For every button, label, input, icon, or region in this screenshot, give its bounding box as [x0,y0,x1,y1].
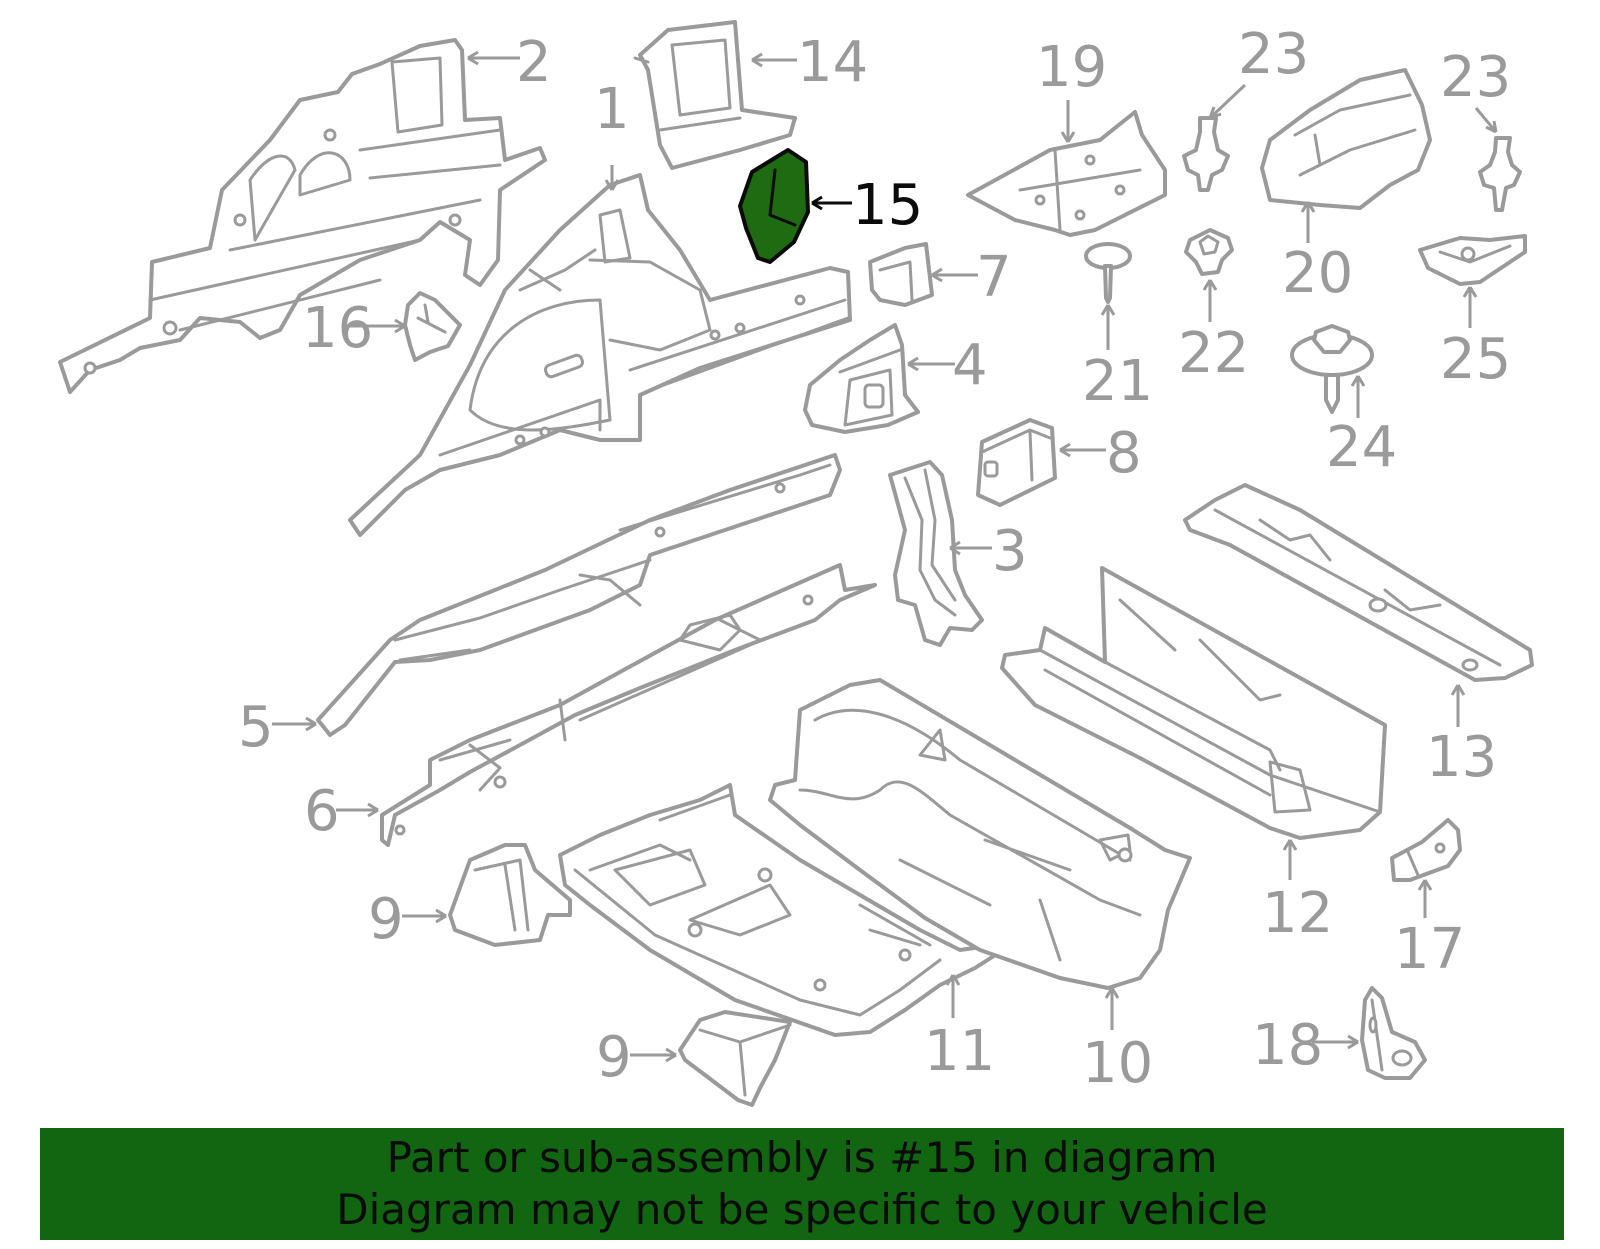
leader-17 [1417,879,1433,918]
callout-6: 6 [304,779,340,844]
callout-23a: 23 [1238,22,1309,87]
callout-17: 17 [1394,917,1465,982]
leader-14 [751,52,797,68]
part-8 [976,418,1057,507]
callout-5: 5 [238,695,274,760]
leader-16 [350,318,406,334]
part-14 [633,20,797,170]
callout-20: 20 [1282,241,1353,306]
callout-14: 14 [797,30,868,95]
part-12 [1000,566,1387,840]
part-22 [1184,228,1234,276]
callout-8: 8 [1106,421,1142,486]
callout-12: 12 [1262,881,1333,946]
leader-12 [1282,839,1298,880]
callout-18: 18 [1252,1013,1323,1078]
callout-16: 16 [302,296,373,361]
callout-24: 24 [1326,415,1397,480]
leader-8 [1059,442,1106,458]
leader-20 [1300,201,1316,243]
leader-9b [630,1047,677,1063]
callout-2: 2 [516,30,552,95]
callout-9b: 9 [596,1025,632,1090]
callout-leaders [272,50,1498,1063]
leader-11 [945,974,961,1018]
leader-9a [402,908,447,924]
part-11 [558,783,1002,1037]
part-23b [1478,136,1522,212]
banner-line-2: Diagram may not be specific to your vehi… [336,1185,1268,1234]
part-1 [348,173,852,537]
part-21 [1084,242,1132,304]
leader-4 [907,356,955,372]
part-23a [1182,116,1230,192]
callout-10: 10 [1082,1031,1153,1096]
callout-11: 11 [924,1019,995,1084]
leader-2 [467,50,520,66]
leader-25 [1462,286,1478,328]
part-10 [768,678,1192,990]
leader-19 [1060,100,1076,143]
callout-7: 7 [976,245,1012,310]
leader-21 [1100,304,1116,350]
callout-9a: 9 [368,887,404,952]
leader-15 [811,195,852,211]
callout-22: 22 [1178,321,1249,386]
callout-4: 4 [952,333,988,398]
part-9a [448,843,572,947]
part-25 [1418,234,1527,286]
callout-21: 21 [1082,349,1153,414]
callout-23b: 23 [1440,45,1511,110]
part-17 [1390,818,1462,882]
part-7 [868,242,934,307]
leader-13 [1450,684,1466,727]
callout-15: 15 [852,173,923,238]
callout-25: 25 [1440,327,1511,392]
leader-18 [1312,1034,1359,1050]
leader-6 [336,802,379,818]
leader-10 [1104,987,1120,1030]
leader-7 [931,267,978,283]
callout-13: 13 [1426,725,1497,790]
part-3 [888,460,984,647]
leader-23a [1208,83,1247,120]
leader-24 [1350,375,1366,418]
part-18 [1360,986,1427,1080]
leader-22 [1202,279,1218,322]
part-2 [58,38,547,394]
part-24 [1290,324,1374,414]
leader-3 [949,540,992,556]
banner-line-1: Part or sub-assembly is #15 in diagram [386,1133,1218,1182]
part-6 [380,563,877,847]
info-banner: Part or sub-assembly is #15 in diagram D… [40,1128,1564,1240]
leader-5 [272,716,317,732]
callout-labels: 2 14 1 15 19 23 23 20 7 16 21 22 25 4 24… [238,22,1511,1096]
part-16 [403,291,462,362]
callout-19: 19 [1036,35,1107,100]
part-13 [1183,483,1534,682]
part-9b [678,1010,792,1107]
callout-3: 3 [992,519,1028,584]
leader-1 [604,165,620,191]
part-20 [1260,68,1432,210]
part-19 [966,110,1167,237]
part-4 [803,323,920,434]
part-5 [316,453,842,737]
part-15 [738,148,810,264]
leader-23b [1474,107,1498,134]
callout-1: 1 [594,77,630,142]
